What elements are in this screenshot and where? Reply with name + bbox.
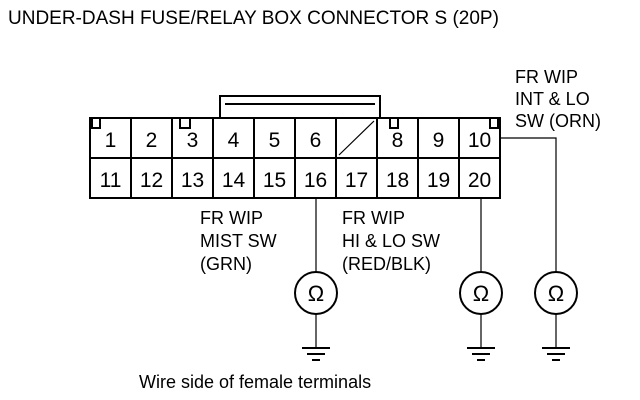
top-row-pins: 1 2 3 4 5 6 8 9 10 [105,129,492,152]
pin-label: 12 [140,169,163,192]
wire-label-line: FR WIP [342,208,405,228]
pin-label: 4 [228,129,240,152]
ground-icon [467,347,495,361]
wire-pin-16: FR WIP MIST SW (GRN) [200,198,317,274]
pin-label: 6 [310,129,322,152]
pin-label: 11 [100,169,122,192]
wire-label-line: FR WIP [200,208,263,228]
wire-label-line: FR WIP [515,67,578,87]
ground-icon [542,347,570,361]
pin-label: 10 [468,129,491,152]
wire-label-line: SW (ORN) [515,111,601,131]
ohmmeter-3: Ω [534,271,578,361]
footer-caption: Wire side of female terminals [139,372,371,392]
pin-label: 9 [433,129,445,152]
pin-label: 15 [263,169,286,192]
pin-label: 5 [269,129,281,152]
connector-body [89,95,501,199]
wire-pin-20: FR WIP HI & LO SW (RED/BLK) [342,198,482,274]
wire-label-line: MIST SW [200,231,277,251]
pin-label: 19 [427,169,450,192]
ohm-symbol: Ω [548,281,564,306]
pin-label: 8 [392,129,404,152]
pin-label: 20 [468,169,491,192]
ohmmeter-1: Ω [294,271,338,361]
pin-label: 17 [345,169,368,192]
wire-pin-10: FR WIP INT & LO SW (ORN) [500,67,601,272]
pin-label: 2 [146,129,158,152]
wire-label-line: HI & LO SW [342,231,440,251]
pin-label: 3 [187,129,199,152]
bottom-row-pins: 11 12 13 14 15 16 17 18 19 20 [100,169,492,192]
diagram-title: UNDER-DASH FUSE/RELAY BOX CONNECTOR S (2… [8,8,499,29]
pin-label: 1 [105,129,117,152]
ohmmeter-2: Ω [459,271,503,361]
pin-label: 18 [386,169,409,192]
pin-label: 16 [304,169,327,192]
ground-icon [302,347,330,361]
wire-label-line: INT & LO [515,89,590,109]
empty-cavity-mark [338,120,375,156]
pin-label: 14 [222,169,246,192]
ohm-symbol: Ω [308,281,324,306]
wire-label-line: (RED/BLK) [342,254,431,274]
pin-label: 13 [181,169,204,192]
wire-label-line: (GRN) [200,254,252,274]
ohm-symbol: Ω [473,281,489,306]
